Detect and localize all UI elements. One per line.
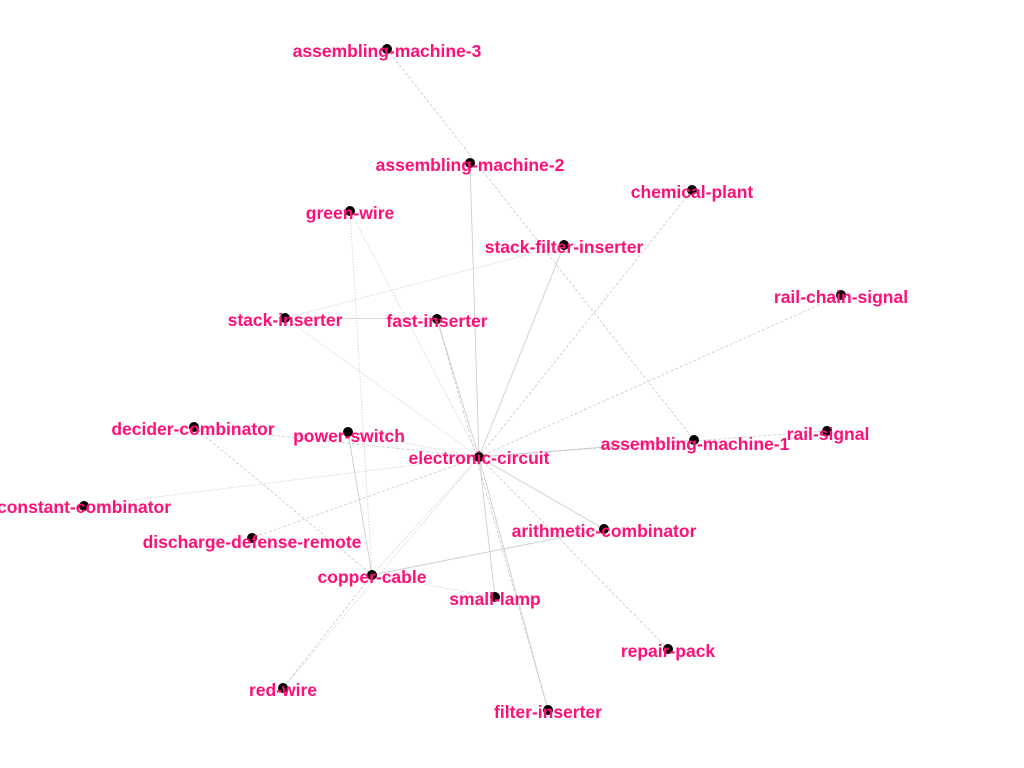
edge-electronic-circuit-to-stack-filter-inserter <box>478 244 565 458</box>
node-label-chemical-plant: chemical-plant <box>631 182 754 202</box>
node-rail-signal[interactable] <box>822 426 832 436</box>
edge-electronic-circuit-to-red-wire <box>282 456 480 689</box>
node-label-assembling-machine-2: assembling-machine-2 <box>376 155 565 175</box>
edge-decider-combinator-to-copper-cable <box>193 426 373 576</box>
node-electronic-circuit[interactable] <box>474 452 484 462</box>
node-chemical-plant[interactable] <box>687 185 697 195</box>
node-label-decider-combinator: decider-combinator <box>111 419 275 439</box>
edge-stack-inserter-to-fast-inserter <box>284 317 438 320</box>
edge-electronic-circuit-to-copper-cable <box>371 456 480 576</box>
node-label-stack-filter-inserter: stack-filter-inserter <box>485 237 644 257</box>
edge-power-switch-to-copper-cable <box>347 431 373 576</box>
node-green-wire[interactable] <box>345 206 355 216</box>
edge-electronic-circuit-to-rail-chain-signal <box>478 294 842 458</box>
node-label-discharge-defense-remote: discharge-defense-remote <box>143 532 362 552</box>
node-label-repair-pack: repair-pack <box>621 641 716 661</box>
node-label-red-wire: red-wire <box>249 680 317 700</box>
edge-electronic-circuit-to-decider-combinator <box>193 426 480 458</box>
node-label-rail-signal: rail-signal <box>787 424 870 444</box>
node-power-switch[interactable] <box>343 427 353 437</box>
node-copper-cable[interactable] <box>367 570 377 580</box>
edge-electronic-circuit-to-chemical-plant <box>478 189 693 458</box>
node-label-fast-inserter: fast-inserter <box>386 311 487 331</box>
node-label-power-switch: power-switch <box>293 426 405 446</box>
node-assembling-machine-3[interactable] <box>382 44 392 54</box>
edge-electronic-circuit-to-filter-inserter <box>478 456 549 711</box>
node-label-copper-cable: copper-cable <box>318 567 427 587</box>
node-repair-pack[interactable] <box>663 644 673 654</box>
node-label-constant-combinator: constant-combinator <box>0 497 171 517</box>
edge-electronic-circuit-to-assembling-machine-2 <box>469 162 480 458</box>
edge-electronic-circuit-to-fast-inserter <box>436 318 480 458</box>
edge-copper-cable-to-arithmetic-combinator <box>371 528 605 576</box>
nodes-layer <box>79 44 846 715</box>
edge-electronic-circuit-to-green-wire <box>349 210 480 458</box>
node-label-small-lamp: small-lamp <box>449 589 540 609</box>
node-rail-chain-signal[interactable] <box>836 290 846 300</box>
node-label-electronic-circuit: electronic-circuit <box>408 448 549 468</box>
node-filter-inserter[interactable] <box>543 705 553 715</box>
edge-stack-filter-inserter-to-stack-inserter <box>284 244 565 319</box>
node-small-lamp[interactable] <box>490 592 500 602</box>
edge-electronic-circuit-to-arithmetic-combinator <box>478 456 605 530</box>
node-arithmetic-combinator[interactable] <box>599 524 609 534</box>
node-stack-filter-inserter[interactable] <box>559 240 569 250</box>
edge-fast-inserter-to-filter-inserter <box>436 318 549 711</box>
edge-electronic-circuit-to-small-lamp <box>478 456 496 598</box>
node-label-stack-inserter: stack-inserter <box>228 310 343 330</box>
node-label-filter-inserter: filter-inserter <box>494 702 602 722</box>
node-assembling-machine-1[interactable] <box>689 435 699 445</box>
node-constant-combinator[interactable] <box>79 501 89 511</box>
node-assembling-machine-2[interactable] <box>465 158 475 168</box>
edge-electronic-circuit-to-discharge-defense-remote <box>251 456 480 539</box>
labels-layer: assembling-machine-3 assembling-machine-2… <box>0 41 908 722</box>
edge-copper-cable-to-small-lamp <box>371 574 496 598</box>
node-fast-inserter[interactable] <box>432 314 442 324</box>
node-label-green-wire: green-wire <box>306 203 395 223</box>
edge-electronic-circuit-to-stack-inserter <box>284 317 480 458</box>
edge-assembling-machine-3-to-assembling-machine-1 <box>386 48 695 441</box>
edge-electronic-circuit-to-repair-pack <box>478 456 669 650</box>
edge-electronic-circuit-to-constant-combinator <box>83 456 480 507</box>
edge-green-wire-to-copper-cable <box>349 210 373 576</box>
node-label-assembling-machine-3: assembling-machine-3 <box>293 41 482 61</box>
node-label-rail-chain-signal: rail-chain-signal <box>774 287 908 307</box>
edge-copper-cable-to-red-wire <box>282 574 373 689</box>
node-decider-combinator[interactable] <box>189 422 199 432</box>
node-stack-inserter[interactable] <box>280 313 290 323</box>
node-red-wire[interactable] <box>278 683 288 693</box>
node-label-assembling-machine-1: assembling-machine-1 <box>601 434 790 454</box>
node-discharge-defense-remote[interactable] <box>247 533 257 543</box>
edge-electronic-circuit-to-rail-signal <box>478 430 828 458</box>
node-label-arithmetic-combinator: arithmetic-combinator <box>512 521 697 541</box>
edges-layer <box>83 48 842 711</box>
